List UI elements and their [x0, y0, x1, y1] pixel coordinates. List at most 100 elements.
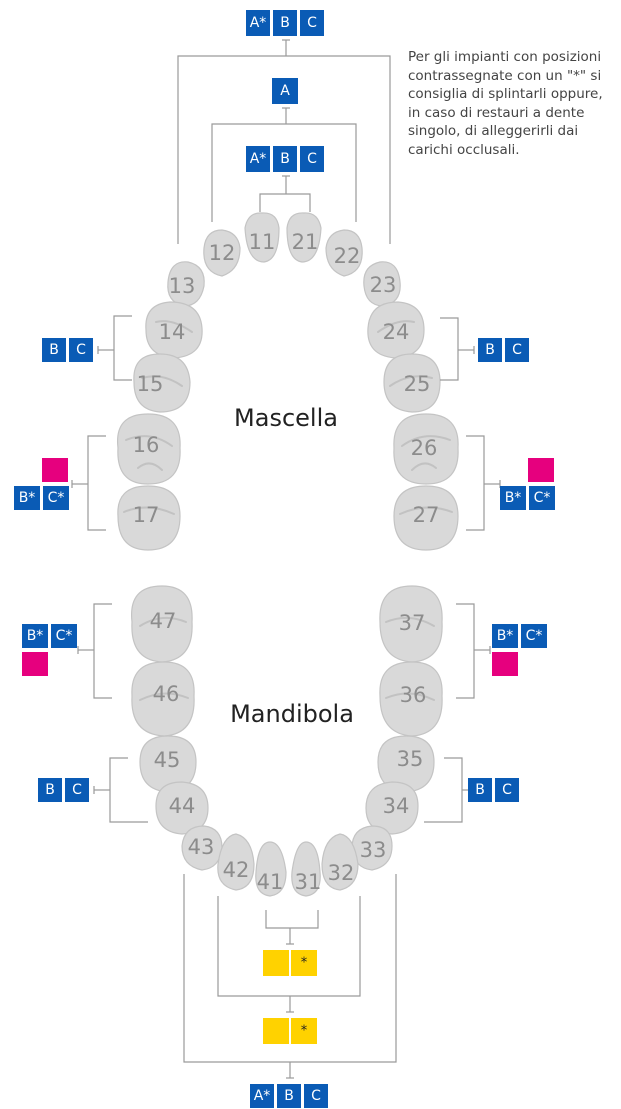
- tooth-14: 14: [146, 302, 202, 358]
- badge-group-lower-inner: *: [263, 950, 317, 976]
- badge-group-lower-middle: *: [263, 1018, 317, 1044]
- tooth-17: 17: [118, 486, 180, 550]
- badge-label: C*: [526, 628, 543, 644]
- badge-group-right-36-37: B* C*: [492, 624, 547, 676]
- badge-label: B*: [505, 490, 522, 506]
- tooth-16: 16: [118, 414, 181, 484]
- tooth-26: 26: [394, 414, 458, 484]
- badge-group-upper-outer: A* B C: [246, 10, 324, 36]
- badge-label: B*: [19, 490, 36, 506]
- badge-label: A*: [250, 15, 267, 31]
- tooth-41: 41: [256, 842, 286, 896]
- badge-label: C: [76, 342, 86, 358]
- tooth-number: 24: [383, 320, 410, 344]
- brackets: [72, 40, 500, 1078]
- tooth-number: 27: [413, 503, 440, 527]
- badge-label: C: [307, 15, 317, 31]
- badge-label: B*: [27, 628, 44, 644]
- badge-label: B: [45, 782, 55, 798]
- tooth-number: 12: [209, 241, 236, 265]
- tooth-number: 47: [150, 609, 177, 633]
- tooth-number: 44: [169, 794, 196, 818]
- tooth-21: 21: [287, 213, 321, 262]
- tooth-number: 33: [360, 838, 387, 862]
- pink-marker: [22, 652, 48, 676]
- badge-group-lower-outer: A* B C: [250, 1084, 328, 1108]
- tooth-42: 42: [218, 834, 254, 890]
- tooth-27: 27: [394, 486, 458, 550]
- tooth-number: 41: [257, 870, 284, 894]
- tooth-25: 25: [384, 354, 440, 412]
- bracket-right-36-37: [456, 604, 490, 698]
- badge-label: B: [475, 782, 485, 798]
- upper-jaw-label: Mascella: [234, 404, 338, 432]
- tooth-number: 37: [399, 611, 426, 635]
- badge-group-upper-inner: A* B C: [246, 146, 324, 172]
- splinting-note: Per gli impianti con posizioni contrasse…: [408, 48, 618, 159]
- badge-group-right-34-35: B C: [468, 778, 519, 802]
- badge-group-left-16-17: B* C*: [14, 458, 69, 510]
- tooth-number: 36: [400, 683, 427, 707]
- tooth-11: 11: [245, 213, 279, 262]
- bracket-lower-outer: [184, 874, 396, 1078]
- tooth-number: 21: [292, 230, 319, 254]
- bracket-left-46-47: [78, 604, 112, 698]
- tooth-13: 13: [168, 262, 204, 306]
- tooth-24: 24: [368, 302, 424, 358]
- tooth-number: 15: [137, 372, 164, 396]
- tooth-number: 34: [383, 794, 410, 818]
- lower-jaw-teeth: 47 37 46 36 45 35: [132, 586, 443, 896]
- badge-label: B: [280, 15, 290, 31]
- tooth-47: 47: [132, 586, 193, 662]
- tooth-15: 15: [134, 354, 190, 412]
- badge-label: C: [72, 782, 82, 798]
- tooth-number: 22: [334, 244, 361, 268]
- bracket-upper-outer: [178, 40, 390, 244]
- badge-group-left-46-47: B* C*: [22, 624, 77, 676]
- tooth-number: 45: [154, 748, 181, 772]
- tooth-number: 23: [370, 273, 397, 297]
- tooth-46: 46: [132, 662, 194, 736]
- tooth-number: 35: [397, 747, 424, 771]
- tooth-number: 32: [328, 861, 355, 885]
- tooth-number: 31: [295, 870, 322, 894]
- tooth-number: 46: [153, 682, 180, 706]
- badge-label: C*: [48, 490, 65, 506]
- badge-label: A: [280, 83, 290, 99]
- badge-label: A*: [250, 151, 267, 167]
- badge-label: C: [512, 342, 522, 358]
- tooth-number: 25: [404, 372, 431, 396]
- tooth-number: 16: [133, 433, 160, 457]
- tooth-36: 36: [380, 662, 442, 736]
- badge-label: C: [307, 151, 317, 167]
- lower-jaw-label: Mandibola: [230, 700, 354, 728]
- tooth-31: 31: [292, 842, 322, 896]
- tooth-37: 37: [380, 586, 442, 662]
- upper-jaw-teeth: 11 21 12 22 13 23: [118, 213, 459, 550]
- pink-marker: [42, 458, 68, 482]
- tooth-43: 43: [182, 826, 222, 870]
- tooth-number: 43: [188, 835, 215, 859]
- badge-label: C*: [534, 490, 551, 506]
- bracket-left-14-15: [98, 316, 132, 380]
- badge-label: A*: [254, 1088, 271, 1104]
- tooth-number: 26: [411, 436, 438, 460]
- badge-group-left-14-15: B C: [42, 338, 93, 362]
- badge-group-right-26-27: B* C*: [500, 458, 555, 510]
- bracket-lower-inner: [266, 910, 318, 944]
- badge-label: B: [49, 342, 59, 358]
- tooth-number: 14: [159, 320, 186, 344]
- tooth-12: 12: [204, 230, 240, 276]
- bracket-upper-inner: [260, 176, 310, 212]
- bracket-right-26-27: [466, 436, 500, 530]
- tooth-number: 13: [169, 274, 196, 298]
- pink-marker: [528, 458, 554, 482]
- badge-label: B: [280, 151, 290, 167]
- badge-label: C*: [56, 628, 73, 644]
- badge-label: C: [502, 782, 512, 798]
- badges: A* B C A A* B C B C: [14, 10, 555, 1108]
- pink-marker: [492, 652, 518, 676]
- tooth-23: 23: [364, 262, 400, 306]
